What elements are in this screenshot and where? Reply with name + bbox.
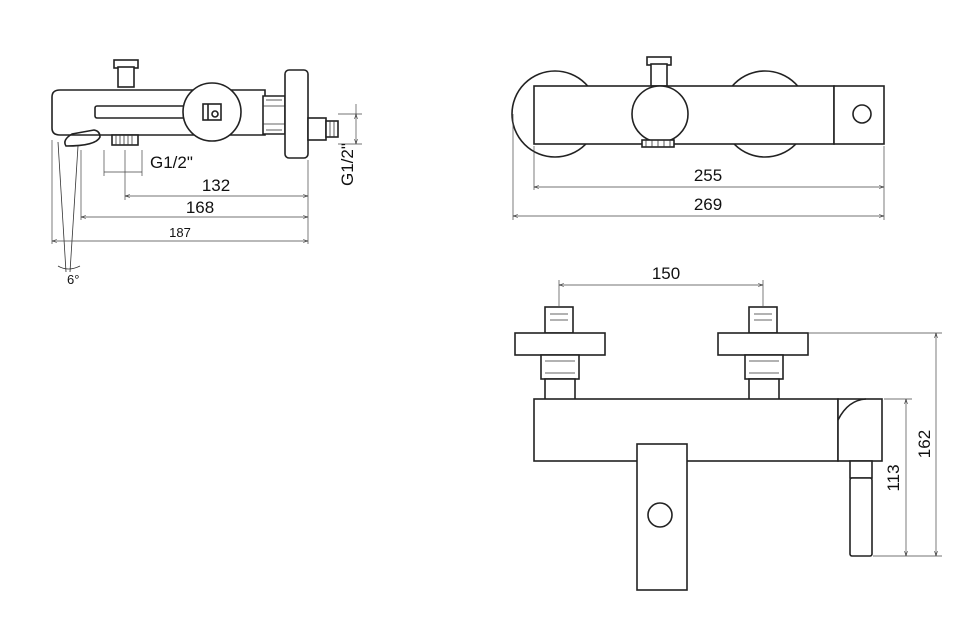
- top-view: 255 269: [511, 56, 885, 220]
- thread-label-bottom: G1/2": [150, 153, 193, 172]
- dim-162: 162: [915, 430, 934, 458]
- dim-255: 255: [694, 166, 722, 185]
- dim-132: 132: [202, 176, 230, 195]
- side-view: G1/2" 132 168 187 6° G1/2": [51, 59, 362, 287]
- dim-269: 269: [694, 195, 722, 214]
- dim-187: 187: [169, 225, 191, 240]
- dim-113: 113: [884, 464, 903, 491]
- front-view: 150 113 162: [514, 264, 942, 591]
- dim-150: 150: [652, 264, 680, 283]
- thread-label-right: G1/2": [338, 143, 357, 186]
- dim-168: 168: [186, 198, 214, 217]
- angle-label: 6°: [67, 272, 79, 287]
